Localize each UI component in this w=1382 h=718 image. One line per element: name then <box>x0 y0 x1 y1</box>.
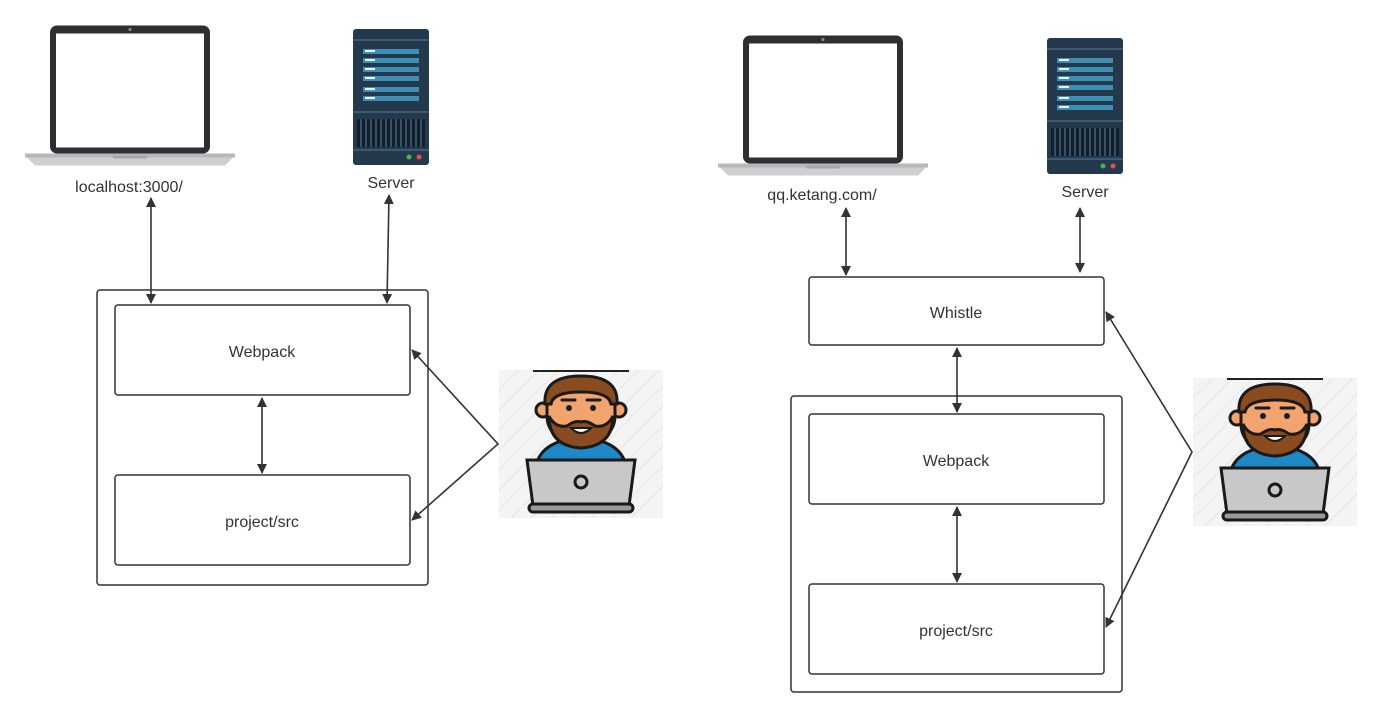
client-label: qq.ketang.com/ <box>767 187 877 204</box>
server-label: Server <box>367 175 415 192</box>
webpack-label: Webpack <box>229 344 296 361</box>
server-webpack-connector <box>382 194 394 304</box>
laptop-icon <box>718 35 928 176</box>
client-label: localhost:3000/ <box>75 179 183 196</box>
local-environment-container <box>96 289 429 586</box>
webpack-label: Webpack <box>923 453 990 470</box>
project-src-label: project/src <box>225 514 299 531</box>
right-diagram: qq.ketang.com/ Server Whistle Webpack pr… <box>718 35 1357 693</box>
project-src-label: project/src <box>919 623 993 640</box>
developer-connector <box>411 349 500 521</box>
server-rack-icon <box>353 29 429 165</box>
laptop-icon <box>25 25 235 166</box>
left-diagram: localhost:3000/ Server Webpack project/s… <box>25 25 663 586</box>
project-src-box <box>808 583 1105 675</box>
webpack-box <box>114 304 411 396</box>
whistle-label: Whistle <box>930 305 983 322</box>
server-label: Server <box>1061 184 1109 201</box>
developer-connector <box>1105 311 1193 628</box>
developer-with-laptop-icon <box>499 370 663 518</box>
whistle-box <box>808 276 1105 346</box>
project-src-box <box>114 474 411 566</box>
server-rack-icon <box>1047 38 1123 174</box>
webpack-box <box>808 413 1105 505</box>
developer-with-laptop-icon <box>1193 378 1357 526</box>
